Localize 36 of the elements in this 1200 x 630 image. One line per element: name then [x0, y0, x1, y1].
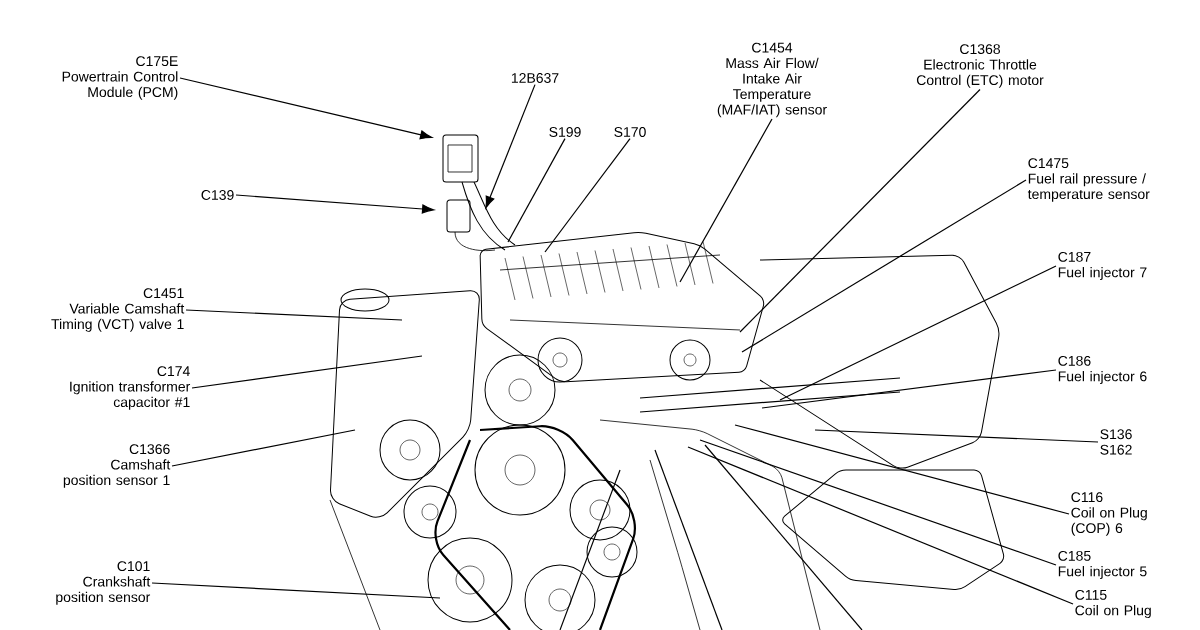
- leader-line: [151, 582, 441, 599]
- leader-line: [687, 446, 1074, 605]
- callout-label: S199: [549, 127, 581, 137]
- callout-label: C1368 Electronic Throttle Control (ETC) motor: [916, 44, 1044, 88]
- callout-label: C116 Coil on Plug (COP) 6: [1071, 492, 1147, 536]
- leader-line: [507, 138, 566, 243]
- leader-line: [485, 84, 536, 209]
- callout-label: C1454 Mass Air Flow/ Intake Air Temperature (MAF/IAT) sensor: [717, 42, 827, 118]
- leader-line: [235, 194, 435, 214]
- leader-line: [779, 265, 1057, 401]
- leader-line: [814, 429, 1099, 443]
- callout-label: C1451 Variable Camshaft Timing (VCT) valve 1: [51, 288, 185, 332]
- callout-label: C115 Coil on Plug: [1075, 589, 1151, 619]
- callout-label: C1475 Fuel rail pressure / temperature sensor: [1027, 158, 1150, 202]
- leader-line: [699, 439, 1057, 566]
- callout-label: C1366 Camshaft position sensor 1: [63, 444, 171, 488]
- leader-line: [179, 77, 433, 140]
- leader-line: [171, 429, 356, 467]
- callout-label: S170: [614, 127, 646, 137]
- leader-line: [761, 369, 1057, 409]
- leader-line: [544, 138, 631, 253]
- leader-line: [191, 355, 423, 389]
- callout-label: 12B637: [511, 73, 559, 83]
- callout-label: C185 Fuel injector 5: [1058, 550, 1147, 580]
- leader-line: [679, 118, 773, 283]
- callout-label: C175E Powertrain Control Module (PCM): [62, 56, 178, 100]
- callout-label: S136 S162: [1100, 429, 1132, 455]
- callout-label: C139: [201, 190, 234, 200]
- callout-label: C174 Ignition transformer capacitor #1: [70, 366, 191, 410]
- callout-label: C187 Fuel injector 7: [1058, 251, 1147, 281]
- leader-line: [741, 179, 1027, 353]
- leader-line: [734, 424, 1070, 515]
- callout-label: C186 Fuel injector 6: [1058, 355, 1147, 385]
- callout-label: C101 Crankshaft position sensor: [56, 561, 151, 605]
- leader-line: [739, 88, 981, 333]
- leader-line: [185, 309, 403, 321]
